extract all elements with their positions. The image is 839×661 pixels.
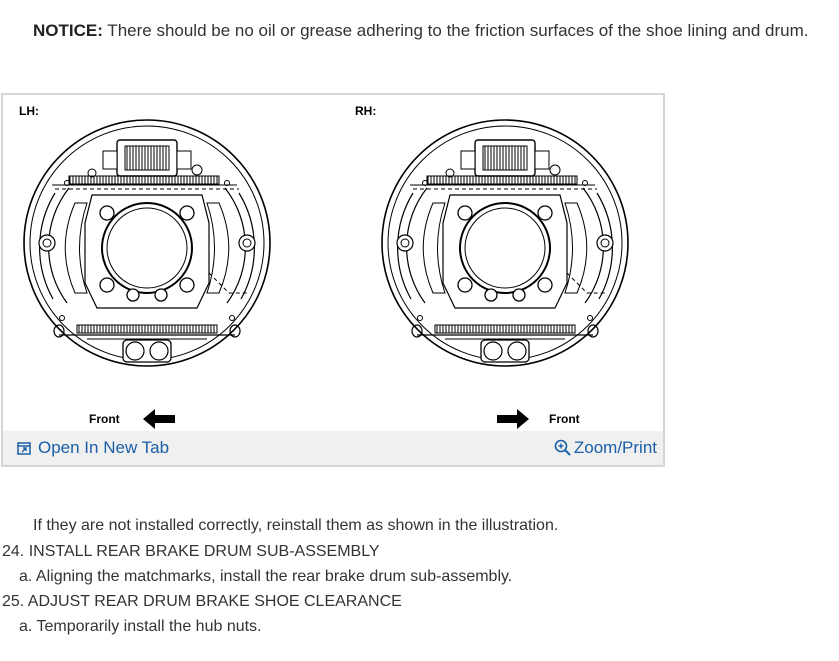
zoom-print-label: Zoom/Print [573, 438, 657, 457]
notice-label: NOTICE: [33, 21, 103, 40]
right-front-label: Front [549, 412, 580, 426]
notice-body: There should be no oil or grease adherin… [102, 21, 809, 40]
notice-text: NOTICE: There should be no oil or grease… [33, 20, 839, 42]
zoom-print-link[interactable]: Zoom/Print [554, 437, 657, 459]
open-in-new-tab-link[interactable]: Open In New Tab [17, 437, 169, 459]
left-hand-label: LH: [19, 104, 39, 118]
step-25a-text: a. Temporarily install the hub nuts. [19, 618, 262, 635]
left-front-label: Front [89, 412, 120, 426]
reinstall-note: If they are not installed correctly, rei… [33, 517, 559, 534]
brake-illustration-figure: LH: RH: Front Front Open In New Tab [1, 93, 665, 467]
figure-toolbar: Open In New Tab Zoom/Print [3, 431, 663, 465]
zoom-icon [554, 439, 571, 456]
open-new-tab-icon [17, 441, 31, 455]
left-brake-assembly-drawing [23, 119, 271, 367]
brake-illustration: LH: RH: Front Front [19, 104, 629, 429]
step-24a-text: a. Aligning the matchmarks, install the … [19, 568, 513, 585]
right-brake-assembly-drawing [381, 119, 629, 367]
arrow-right-icon [497, 409, 529, 429]
arrow-left-icon [143, 409, 175, 429]
step-24-heading: 24. INSTALL REAR BRAKE DRUM SUB-ASSEMBLY [2, 543, 380, 560]
right-hand-label: RH: [355, 104, 376, 118]
open-in-new-tab-label: Open In New Tab [38, 438, 170, 457]
step-25-heading: 25. ADJUST REAR DRUM BRAKE SHOE CLEARANC… [2, 593, 402, 610]
